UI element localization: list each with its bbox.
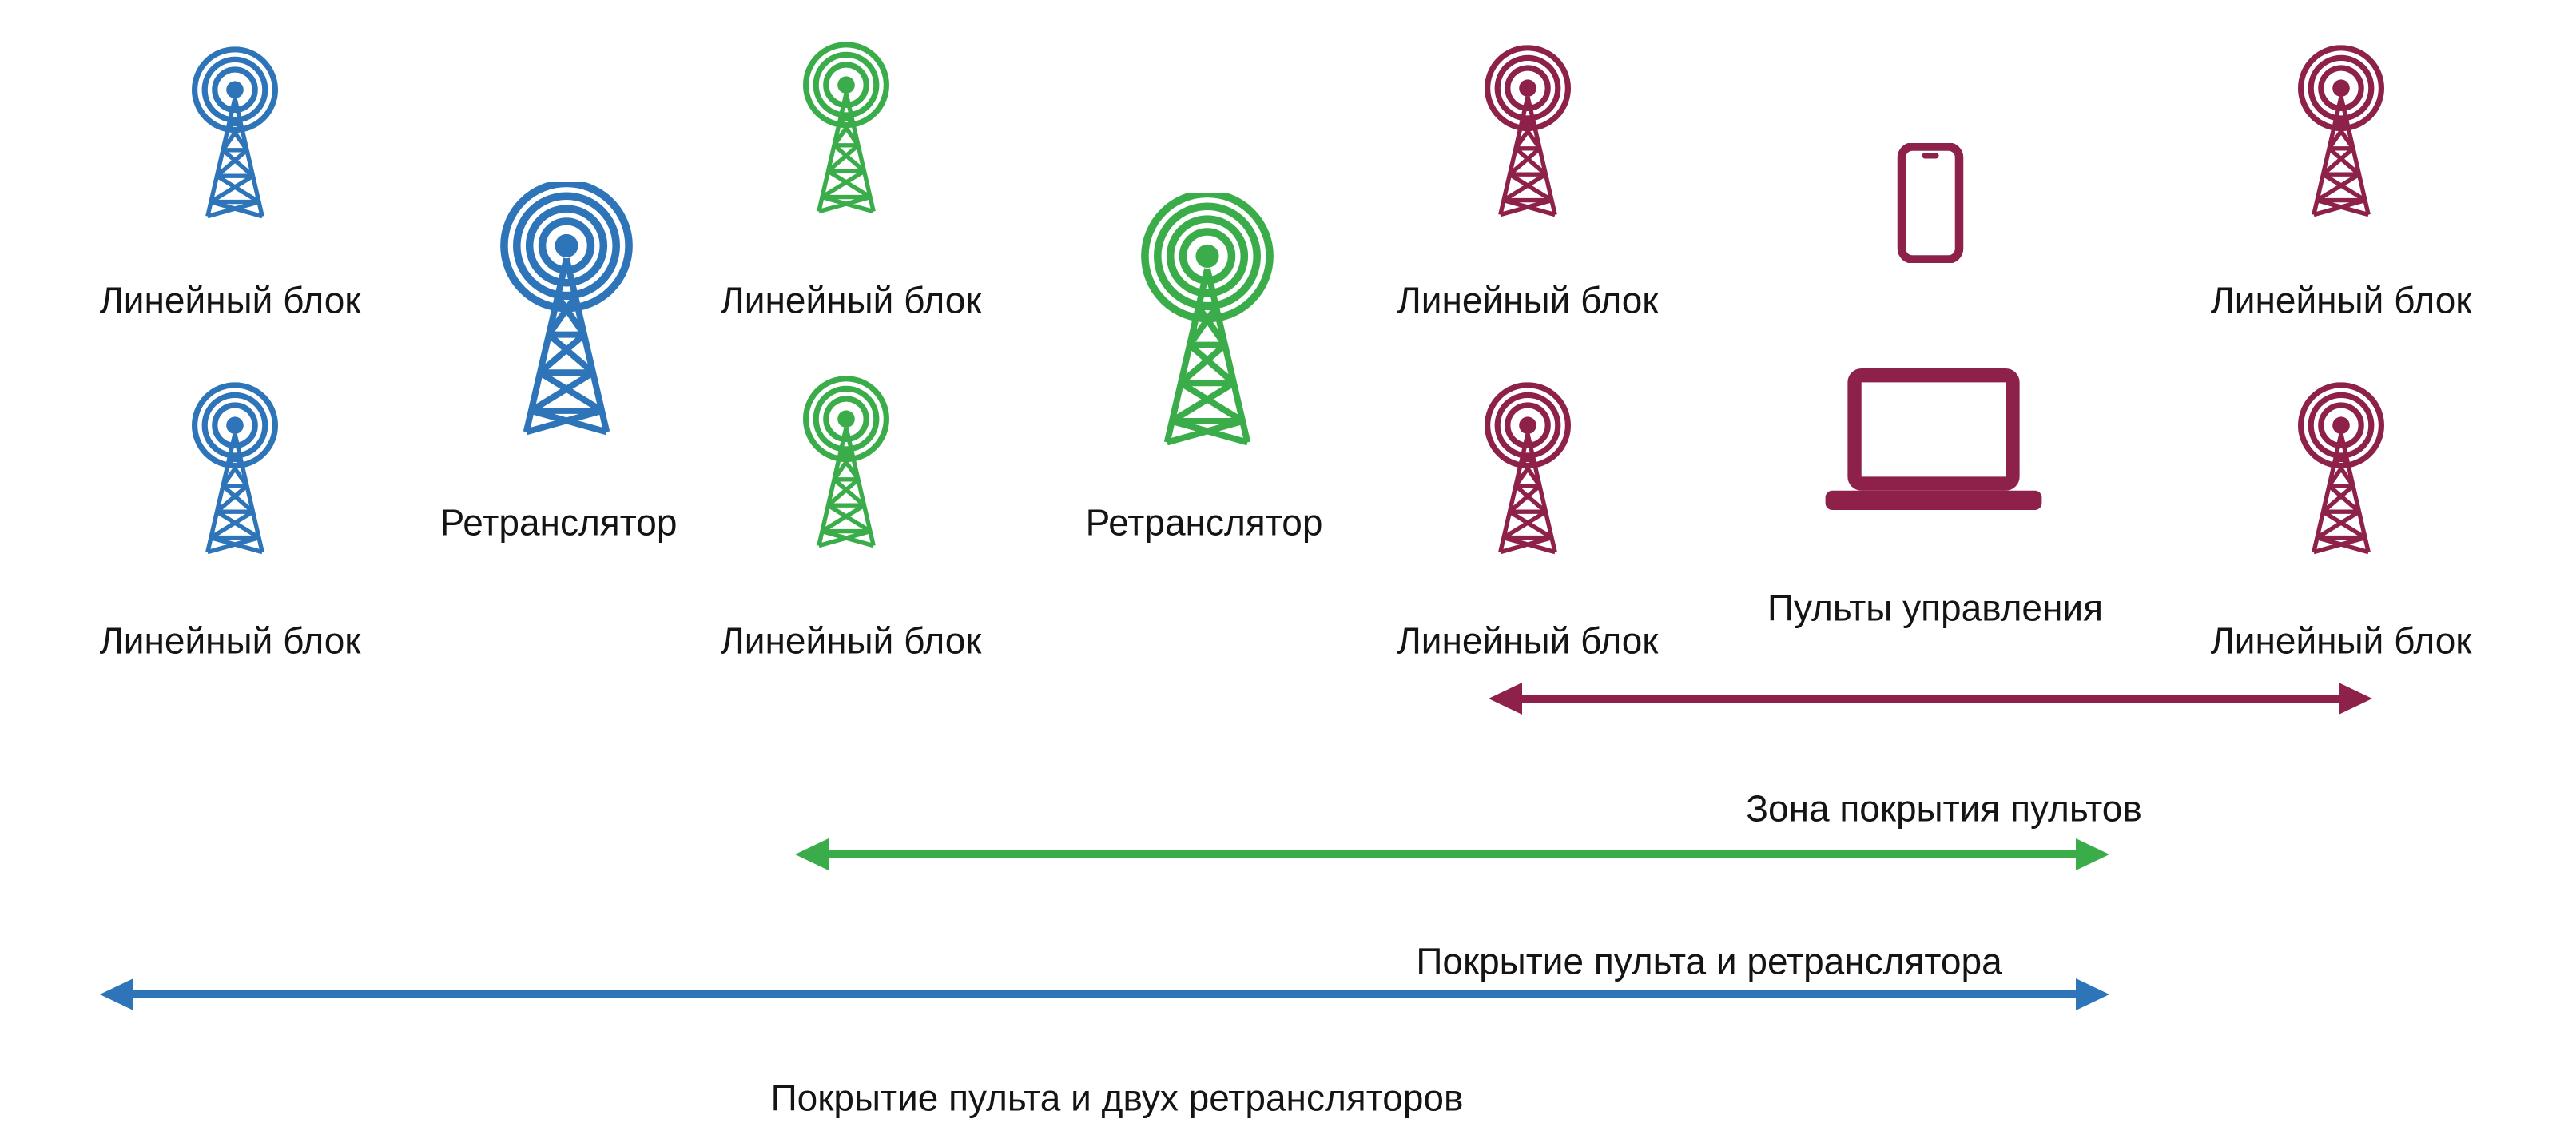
linear-block-label: Линейный блок — [720, 279, 982, 321]
coverage-panel-two-repeaters-label: Покрытие пульта и двух ретрансляторов — [770, 1077, 1464, 1119]
coverage-panels-label: Зона покрытия пультов — [1746, 787, 2142, 830]
antenna-icon — [774, 42, 918, 217]
antenna-icon — [2269, 382, 2413, 558]
control-panels-label: Пульты управления — [1767, 587, 2104, 629]
coverage-arrow-panel-and-two-repeaters — [100, 978, 2109, 1010]
repeater-antenna-icon — [1102, 193, 1314, 451]
repeater-label: Ретранслятор — [439, 501, 678, 544]
antenna-icon — [163, 46, 307, 222]
repeater-antenna-icon — [461, 182, 673, 440]
linear-block-label: Линейный блок — [720, 619, 982, 662]
linear-block-label: Линейный блок — [1397, 279, 1659, 321]
coverage-arrow-panel-and-repeater — [795, 838, 2109, 870]
antenna-icon — [163, 382, 307, 558]
antenna-icon — [774, 376, 918, 552]
antenna-icon — [2269, 45, 2413, 221]
linear-block-label: Линейный блок — [99, 279, 361, 321]
linear-block-label: Линейный блок — [2210, 619, 2472, 662]
coverage-panel-one-repeater-label: Покрытие пульта и ретранслятора — [1416, 940, 2002, 982]
antenna-icon — [1456, 382, 1600, 558]
linear-block-label: Линейный блок — [2210, 279, 2472, 321]
linear-block-label: Линейный блок — [1397, 619, 1659, 662]
laptop-icon — [1823, 368, 2045, 516]
repeater-label: Ретранслятор — [1085, 501, 1323, 544]
smartphone-icon — [1897, 143, 1964, 263]
coverage-arrow-panels — [1489, 683, 2372, 715]
antenna-icon — [1456, 45, 1600, 221]
linear-block-label: Линейный блок — [99, 619, 361, 662]
